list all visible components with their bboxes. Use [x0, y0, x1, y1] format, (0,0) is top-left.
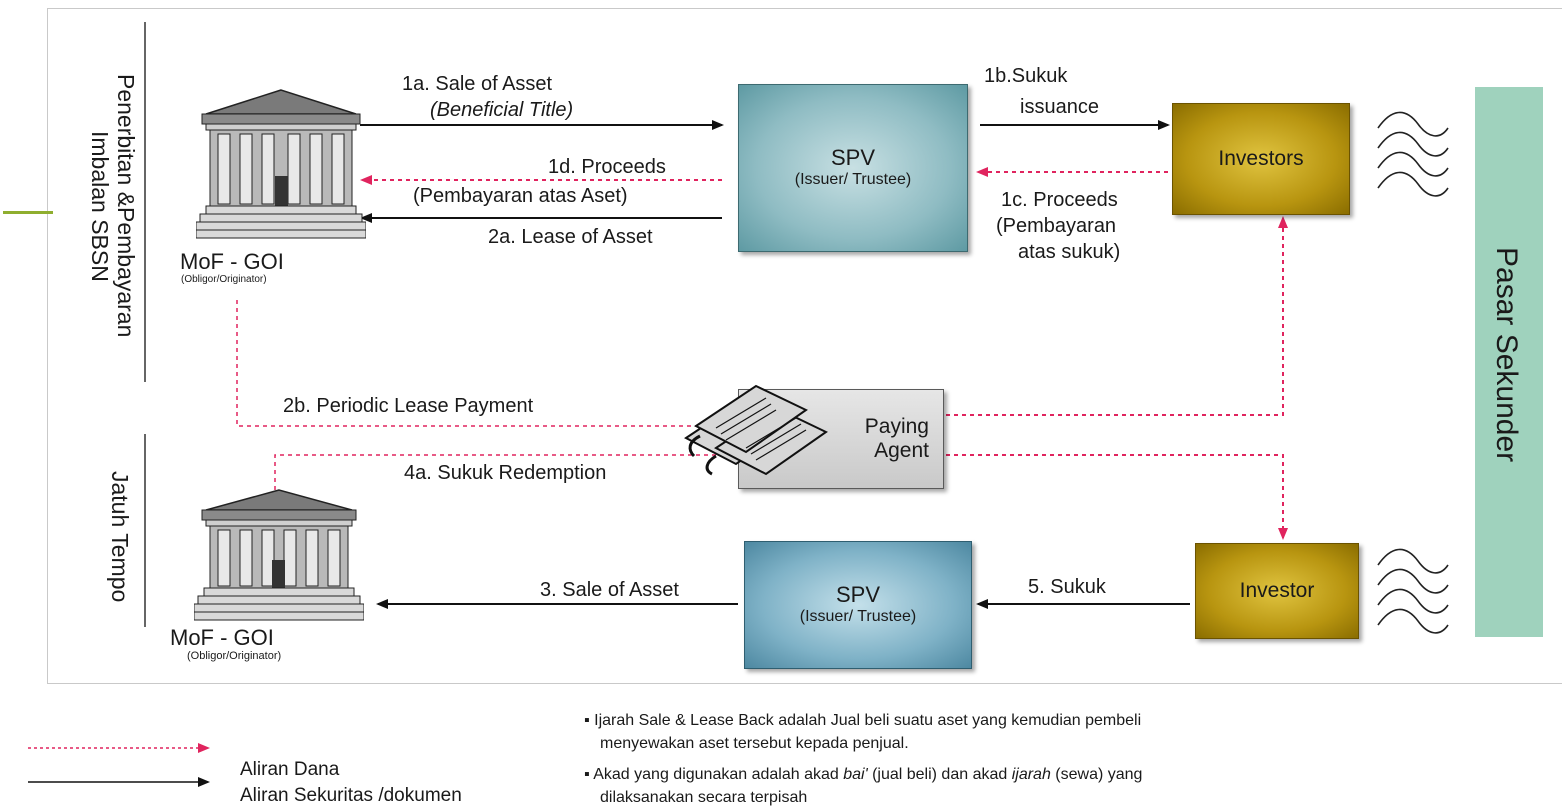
flow-2b: 2b. Periodic Lease Payment: [283, 395, 534, 417]
flow-1c-line2: (Pembayaran: [996, 215, 1117, 237]
line-pay-to-investors: [946, 216, 1288, 416]
secondary-market-bar: Pasar Sekunder: [1475, 87, 1543, 637]
building-icon-bottom: [194, 489, 364, 621]
flow-2a: 2a. Lease of Asset: [488, 226, 653, 248]
originator-bottom-name: MoF - GOI: [170, 625, 274, 650]
investor-box: Investor: [1195, 543, 1359, 639]
flow-1a-line2: (Beneficial Title): [430, 99, 574, 121]
originator-bottom-role: (Obligor/Originator): [187, 650, 282, 662]
flow-1a-line1: 1a. Sale of Asset: [402, 73, 553, 95]
flow-1b-line1: 1b.Sukuk: [984, 65, 1068, 87]
note-2-pre: Akad yang digunakan adalah akad: [593, 766, 844, 783]
spv-bottom-subtitle: (Issuer/ Trustee): [799, 608, 917, 625]
note-2-post: (sewa) yang: [1050, 766, 1143, 783]
investors-box: Investors: [1172, 103, 1350, 215]
paying-agent-line1: Paying: [864, 415, 929, 438]
line-pay-to-investor: [946, 454, 1288, 540]
flow-1d-line1: 1d. Proceeds: [548, 156, 666, 178]
secondary-market-label: Pasar Sekunder: [1490, 247, 1523, 463]
wave-icon-bottom: [1377, 548, 1449, 634]
legend-dana-label: Aliran Dana: [240, 759, 340, 780]
paying-agent-line2: Agent: [874, 439, 929, 462]
spv-top-title: SPV: [830, 145, 876, 170]
originator-top-name: MoF - GOI: [180, 249, 284, 274]
wave-icon-top: [1377, 111, 1449, 197]
flow-1b-line2: issuance: [1020, 96, 1099, 118]
investor-label: Investor: [1239, 579, 1315, 602]
line-2b: [236, 300, 735, 427]
building-icon-top: [196, 89, 366, 239]
note-1-bullet: ▪: [584, 712, 595, 729]
legend-sekuritas-label: Aliran Sekuritas /dokumen: [240, 785, 462, 806]
line-4a: [274, 454, 735, 498]
side-label-maturity: Jatuh Tempo: [107, 471, 133, 603]
spv-top-subtitle: (Issuer/ Trustee): [794, 171, 912, 188]
spv-bottom-title: SPV: [835, 582, 881, 607]
flow-1c-line1: 1c. Proceeds: [1001, 189, 1118, 211]
note-2-ijarah: ijarah: [1011, 766, 1051, 783]
flow-1c-line3: atas sukuk): [1018, 241, 1121, 263]
note-2-line2: dilaksanakan secara terpisah: [600, 789, 808, 806]
flow-3: 3. Sale of Asset: [540, 579, 679, 601]
side-label-issuance: Penerbitan &Pembayaran Imbalan SBSN: [87, 74, 139, 338]
flow-4a: 4a. Sukuk Redemption: [404, 462, 607, 484]
note-1-line2: menyewakan aset tersebut kepada penjual.: [600, 735, 909, 752]
money-stack-icon: [684, 384, 828, 476]
flow-5: 5. Sukuk: [1028, 576, 1106, 598]
note-1-line1: Ijarah Sale & Lease Back adalah Jual bel…: [594, 712, 1142, 729]
spv-box-top: SPV (Issuer/ Trustee): [738, 84, 968, 252]
note-2-bullet: ▪: [584, 766, 594, 783]
note-2: ▪ Akad yang digunakan adalah akad bai' (…: [584, 764, 1142, 785]
note-1: ▪ Ijarah Sale & Lease Back adalah Jual b…: [584, 710, 1141, 731]
note-2-bai: bai': [843, 766, 868, 783]
investors-label: Investors: [1218, 147, 1304, 170]
originator-top-role: (Obligor/Originator): [181, 274, 267, 285]
flow-1d-line2: (Pembayaran atas Aset): [413, 185, 628, 207]
note-2-mid: (jual beli) dan akad: [867, 766, 1012, 783]
spv-box-bottom: SPV (Issuer/ Trustee): [744, 541, 972, 669]
left-marker: [3, 211, 53, 214]
